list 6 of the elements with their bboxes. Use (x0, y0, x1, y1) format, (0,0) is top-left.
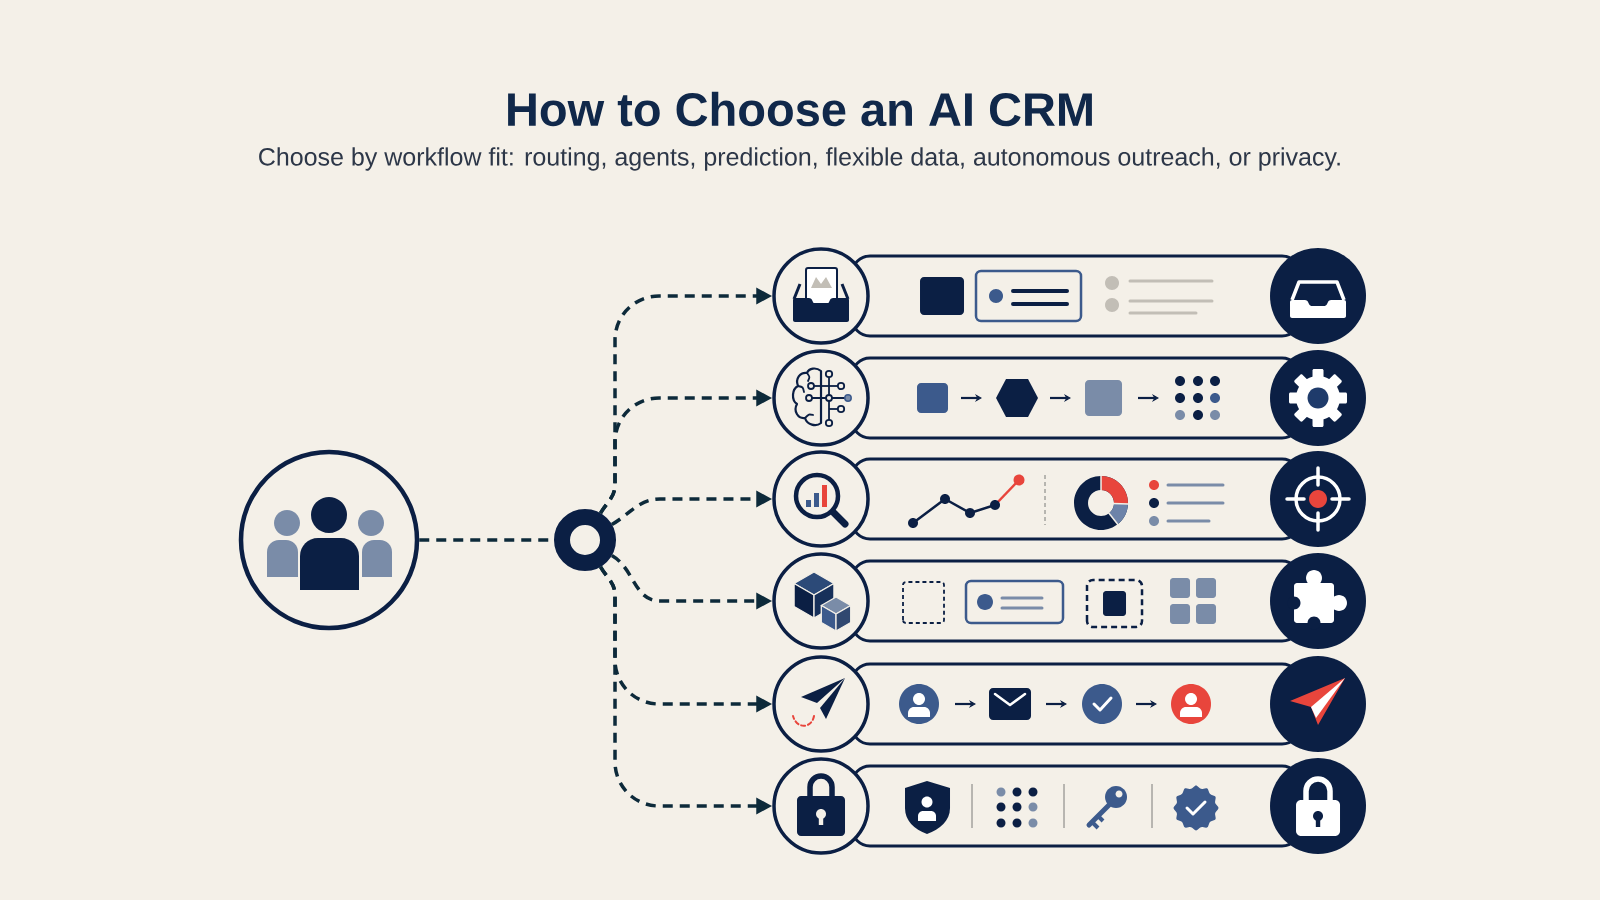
icon-circle (772, 349, 870, 447)
subtitle: Choose by workflow fit: routing, agents, prediction, flexible data, autonomous outreach, or privacy. (259, 147, 1340, 171)
title: How to Choose an AI CRM (508, 91, 1092, 127)
hub-ring (554, 509, 616, 571)
icon-circle (772, 450, 870, 548)
icon-circle (772, 655, 870, 753)
